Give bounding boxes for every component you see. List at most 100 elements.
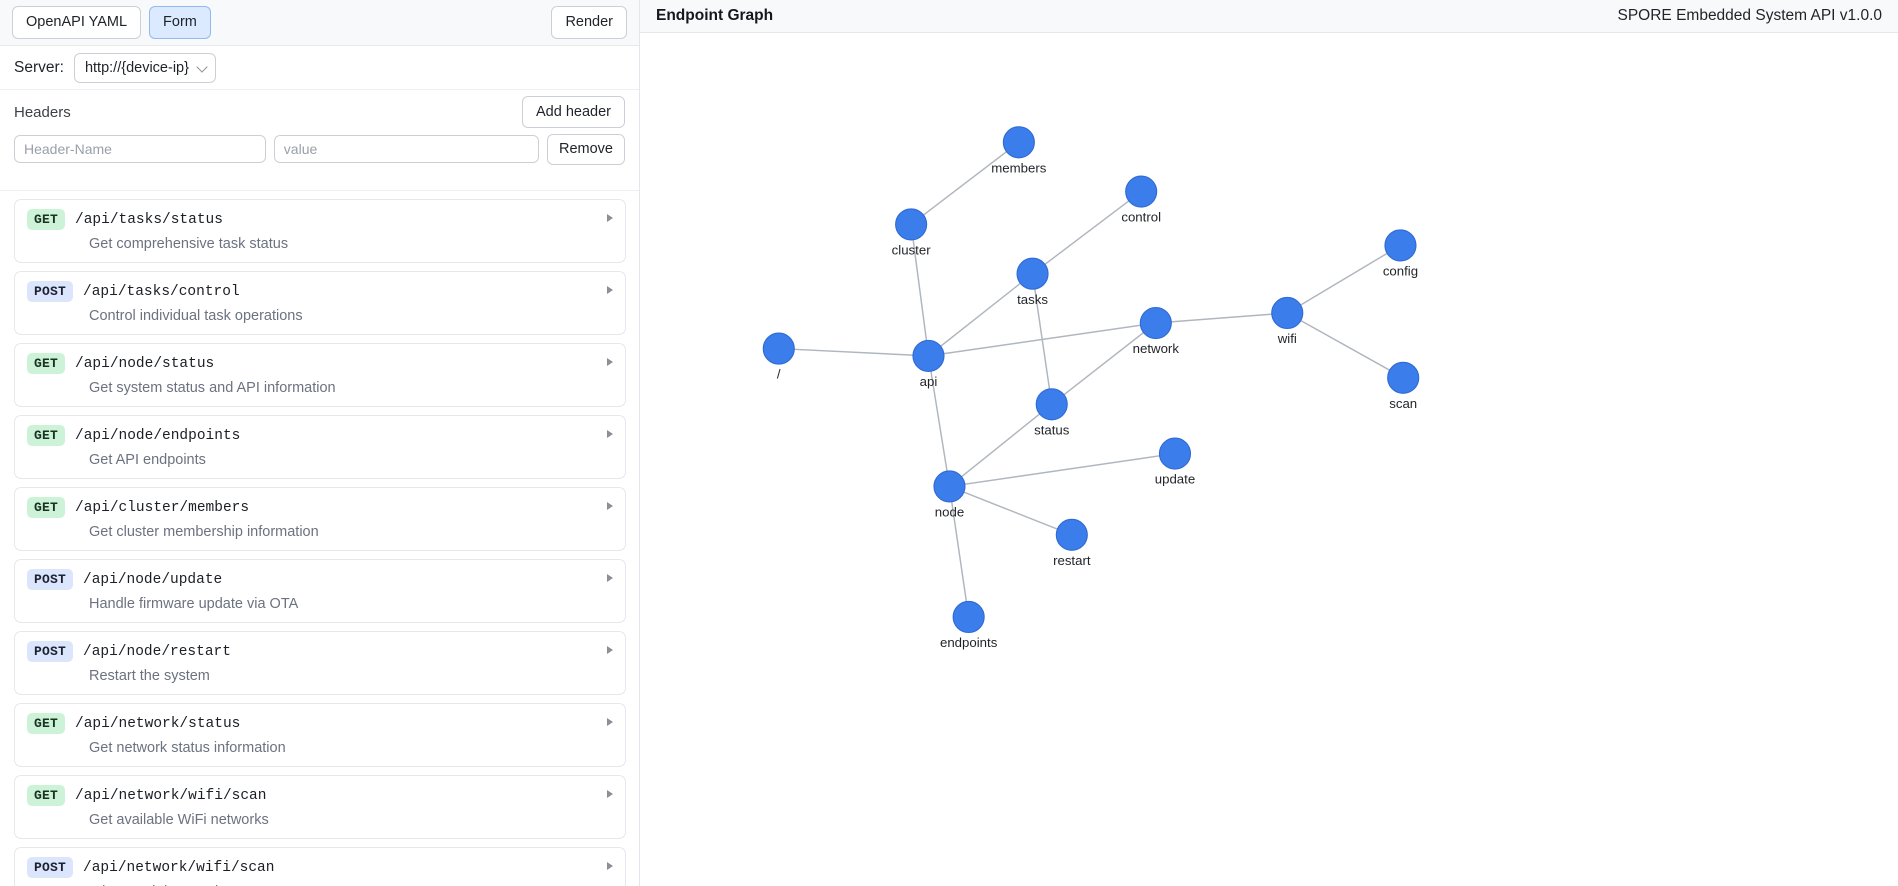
endpoint-header: POST/api/node/update	[27, 569, 613, 590]
endpoint-description: Get network status information	[89, 740, 286, 756]
http-method-badge: GET	[27, 353, 66, 374]
endpoint-graph-canvas[interactable]: members control cluster config tasks wifi netw…	[640, 33, 1898, 886]
graph-node[interactable]: api	[912, 339, 945, 389]
graph-node[interactable]: network	[1133, 306, 1180, 356]
graph-node[interactable]: update	[1155, 437, 1195, 487]
graph-node-circle[interactable]	[1384, 229, 1417, 262]
graph-node[interactable]: control	[1121, 175, 1161, 225]
form-tab[interactable]: Form	[149, 6, 211, 39]
top-toolbar: OpenAPI YAML Form Render	[0, 0, 639, 46]
endpoint-path: /api/network/wifi/scan	[75, 787, 267, 804]
endpoint-description: Handle firmware update via OTA	[89, 596, 299, 612]
remove-header-button[interactable]: Remove	[547, 134, 625, 165]
graph-header: Endpoint Graph SPORE Embedded System API…	[640, 0, 1898, 33]
openapi-yaml-tab[interactable]: OpenAPI YAML	[12, 6, 142, 39]
header-name-input[interactable]	[14, 135, 266, 164]
expand-caret-icon[interactable]	[607, 718, 613, 726]
expand-caret-icon[interactable]	[607, 646, 613, 654]
endpoint-path: /api/tasks/status	[75, 211, 223, 228]
graph-node-circle[interactable]	[1139, 306, 1172, 340]
graph-edge	[778, 347, 929, 357]
endpoint-description: Control individual task operations	[89, 308, 303, 324]
graph-panel-title: Endpoint Graph	[656, 7, 774, 24]
left-panel: OpenAPI YAML Form Render Server: http://…	[0, 0, 640, 886]
endpoint-header: POST/api/tasks/control	[27, 281, 613, 302]
endpoint-card[interactable]: POST/api/network/wifi/scanTrigger WiFi n…	[14, 847, 626, 886]
chevron-down-icon	[196, 60, 208, 73]
endpoint-graph-svg[interactable]: members control cluster config tasks wifi netw…	[640, 33, 1898, 886]
graph-node-circle[interactable]	[912, 339, 945, 372]
server-select[interactable]: http://{device-ip}	[73, 52, 216, 83]
render-button[interactable]: Render	[551, 6, 627, 39]
graph-node-circle[interactable]	[933, 470, 966, 503]
expand-caret-icon[interactable]	[607, 358, 613, 366]
graph-node-circle[interactable]	[1055, 518, 1088, 551]
header-value-input[interactable]	[273, 135, 539, 164]
http-method-badge: GET	[27, 785, 66, 806]
expand-caret-icon[interactable]	[607, 286, 613, 294]
graph-node-label: api	[920, 374, 938, 389]
expand-caret-icon[interactable]	[607, 790, 613, 798]
expand-caret-icon[interactable]	[607, 430, 613, 438]
graph-node-circle[interactable]	[1002, 126, 1035, 159]
graph-node[interactable]: tasks	[1016, 257, 1049, 307]
endpoint-header: GET/api/tasks/status	[27, 209, 613, 230]
graph-node-circle[interactable]	[952, 600, 985, 634]
graph-edge	[949, 403, 1053, 488]
expand-caret-icon[interactable]	[607, 214, 613, 222]
graph-node[interactable]: config	[1383, 229, 1418, 279]
graph-node-label: wifi	[1277, 331, 1297, 346]
graph-node[interactable]: wifi	[1271, 296, 1304, 346]
endpoint-header: GET/api/network/status	[27, 713, 613, 734]
graph-node[interactable]: cluster	[892, 208, 932, 258]
graph-node-circle[interactable]	[762, 332, 795, 365]
graph-node-label: cluster	[892, 243, 932, 258]
endpoint-path: /api/node/status	[75, 355, 215, 372]
expand-caret-icon[interactable]	[607, 862, 613, 870]
graph-node-circle[interactable]	[895, 208, 928, 241]
expand-caret-icon[interactable]	[607, 502, 613, 510]
graph-node[interactable]: node	[933, 470, 966, 520]
graph-node-circle[interactable]	[1125, 175, 1158, 208]
graph-node-circle[interactable]	[1271, 296, 1304, 330]
graph-node-circle[interactable]	[1035, 388, 1068, 421]
expand-caret-icon[interactable]	[607, 574, 613, 582]
headers-label: Headers	[14, 103, 71, 121]
endpoint-description: Get available WiFi networks	[89, 812, 269, 828]
http-method-badge: GET	[27, 497, 66, 518]
graph-nodes[interactable]: members control cluster config tasks wifi netw…	[762, 126, 1420, 650]
graph-node-label: members	[991, 160, 1046, 175]
graph-node-label: restart	[1053, 553, 1091, 568]
graph-node[interactable]: status	[1034, 388, 1070, 438]
add-header-button[interactable]: Add header	[522, 95, 625, 129]
graph-node[interactable]: scan	[1387, 361, 1420, 411]
graph-node[interactable]: members	[991, 126, 1047, 176]
graph-node-label: /	[777, 367, 781, 382]
endpoint-description: Get cluster membership information	[89, 524, 319, 540]
graph-edge	[928, 322, 1156, 357]
endpoint-description: Restart the system	[89, 668, 210, 684]
graph-node[interactable]: /	[762, 332, 795, 382]
graph-edge	[927, 355, 951, 487]
graph-node-circle[interactable]	[1387, 361, 1420, 394]
endpoint-path: /api/node/update	[83, 571, 223, 588]
graph-node[interactable]: endpoints	[940, 600, 998, 650]
graph-node-circle[interactable]	[1158, 437, 1192, 470]
graph-node[interactable]: restart	[1053, 518, 1091, 568]
graph-edge	[1051, 322, 1157, 405]
graph-node-circle[interactable]	[1016, 257, 1049, 290]
graph-edge	[949, 485, 1073, 536]
endpoint-header: GET/api/network/wifi/scan	[27, 785, 613, 806]
http-method-badge: POST	[27, 281, 74, 302]
